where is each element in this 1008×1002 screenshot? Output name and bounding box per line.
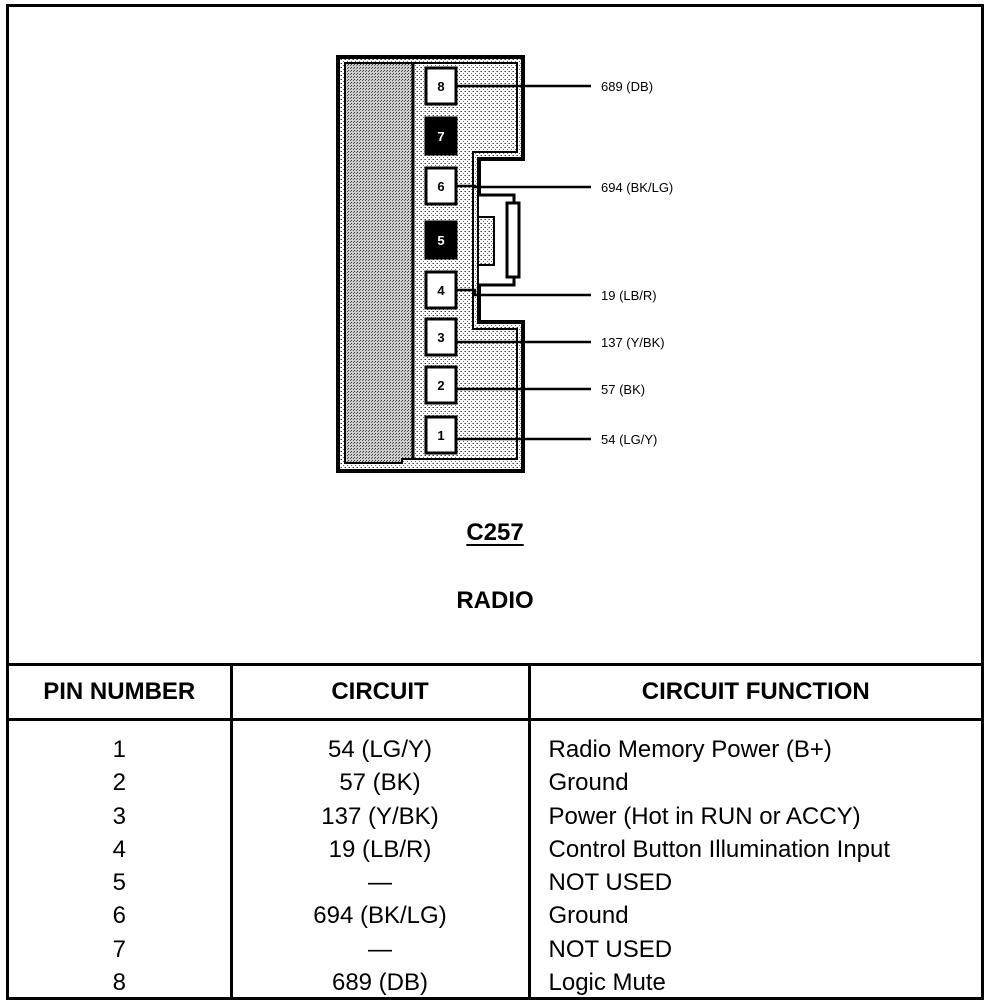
cell-function: NOT USED xyxy=(527,866,981,900)
pin-cavity xyxy=(424,66,458,106)
cell-pin: 5 xyxy=(112,869,126,897)
cell-pin: 6 xyxy=(112,902,126,930)
cell-function: Control Button Illumination Input xyxy=(527,832,981,867)
pin-number-label: 5 xyxy=(437,233,444,248)
diagram-frame: 8 689 (DB) 7 6 694 (BK/LG) 5 4 19 (LB/R) 3 137 (Y… xyxy=(6,4,984,1000)
pin-number-label: 8 xyxy=(437,79,444,94)
table-row: 2 57 (BK) Ground xyxy=(9,766,981,800)
connector-pin-8: 8 689 (DB) xyxy=(424,66,653,106)
cell-pin: 1 xyxy=(112,736,126,763)
cell-pin: 3 xyxy=(112,802,126,830)
cell-circuit: 54 (LG/Y) xyxy=(229,719,529,767)
wire-lead xyxy=(456,184,591,189)
table-row: 8 689 (DB) Logic Mute xyxy=(9,966,981,1000)
header-circuit: CIRCUIT xyxy=(229,663,529,721)
wire-circuit-label: 19 (LB/R) xyxy=(601,288,657,303)
pin-cavity xyxy=(424,365,458,405)
wire-circuit-label: 137 (Y/BK) xyxy=(601,335,665,350)
pin-cavity xyxy=(424,116,458,156)
wire-circuit-label: 54 (LG/Y) xyxy=(601,432,657,447)
wire-circuit-label: 689 (DB) xyxy=(601,79,653,94)
connector-inner-outline xyxy=(344,62,414,464)
cell-pin: 2 xyxy=(112,769,126,797)
cell-pin: 4 xyxy=(112,835,126,863)
wire-lead xyxy=(456,288,591,297)
connector-diagram: 8 689 (DB) 7 6 694 (BK/LG) 5 4 19 (LB/R) 3 137 (Y… xyxy=(336,55,673,473)
wire-circuit-label: 694 (BK/LG) xyxy=(601,180,673,195)
connector-pin-5: 5 xyxy=(424,220,458,260)
connector-id: C257 xyxy=(466,519,524,546)
cell-function: Logic Mute xyxy=(527,966,981,1000)
connector-name: RADIO xyxy=(456,587,534,614)
table-row: 6 694 (BK/LG) Ground xyxy=(9,899,981,933)
cell-pin: 7 xyxy=(112,935,126,963)
header-pin-number: PIN NUMBER xyxy=(9,663,231,721)
cell-pin: 8 xyxy=(112,969,126,997)
cell-circuit: 19 (LB/R) xyxy=(229,832,529,867)
pin-number-label: 6 xyxy=(437,179,444,194)
cell-circuit: 694 (BK/LG) xyxy=(229,899,529,933)
cell-function: Radio Memory Power (B+) xyxy=(527,719,981,767)
header-circuit-function: CIRCUIT FUNCTION xyxy=(527,663,981,721)
pin-number-label: 3 xyxy=(437,330,444,345)
pin-number-label: 2 xyxy=(437,378,444,393)
pin-number-label: 4 xyxy=(437,283,445,298)
pin-cavity xyxy=(424,415,458,455)
cell-function: Power (Hot in RUN or ACCY) xyxy=(527,799,981,833)
cell-function: NOT USED xyxy=(527,932,981,967)
pin-cavity xyxy=(424,270,458,310)
pin-cavity xyxy=(424,166,458,206)
cell-circuit: — xyxy=(229,932,529,967)
cell-function: Ground xyxy=(527,766,981,800)
cell-function: Ground xyxy=(527,899,981,933)
table-row: 7 — NOT USED xyxy=(9,932,981,967)
cell-circuit: 57 (BK) xyxy=(229,766,529,800)
cell-circuit: 689 (DB) xyxy=(229,966,529,1000)
table-header-row: PIN NUMBER CIRCUIT CIRCUIT FUNCTION xyxy=(9,663,981,721)
connector-pin-7: 7 xyxy=(424,116,458,156)
connector-pin-6: 6 694 (BK/LG) xyxy=(424,166,673,206)
pins-layer: 8 689 (DB) 7 6 694 (BK/LG) 5 4 19 (LB/R) 3 137 (Y… xyxy=(424,66,673,455)
cell-circuit: — xyxy=(229,866,529,900)
connector-pin-1: 1 54 (LG/Y) xyxy=(424,415,657,455)
connector-pin-3: 3 137 (Y/BK) xyxy=(424,317,665,357)
pin-cavity xyxy=(424,317,458,357)
table-row: 3 137 (Y/BK) Power (Hot in RUN or ACCY) xyxy=(9,799,981,833)
pin-number-label: 1 xyxy=(437,428,444,443)
cell-circuit: 137 (Y/BK) xyxy=(229,799,529,833)
wire-circuit-label: 57 (BK) xyxy=(601,382,645,397)
pin-table: PIN NUMBER CIRCUIT CIRCUIT FUNCTION 1 54… xyxy=(9,663,981,1000)
pin-cavity xyxy=(424,220,458,260)
connector-pin-2: 2 57 (BK) xyxy=(424,365,645,405)
pin-number-label: 7 xyxy=(437,129,444,144)
table-row: 5 — NOT USED xyxy=(9,866,981,900)
table-row: 1 54 (LG/Y) Radio Memory Power (B+) xyxy=(9,719,981,767)
table-row: 4 19 (LB/R) Control Button Illumination … xyxy=(9,832,981,867)
connector-latch xyxy=(479,193,521,287)
connector-pin-4: 4 19 (LB/R) xyxy=(424,270,657,310)
